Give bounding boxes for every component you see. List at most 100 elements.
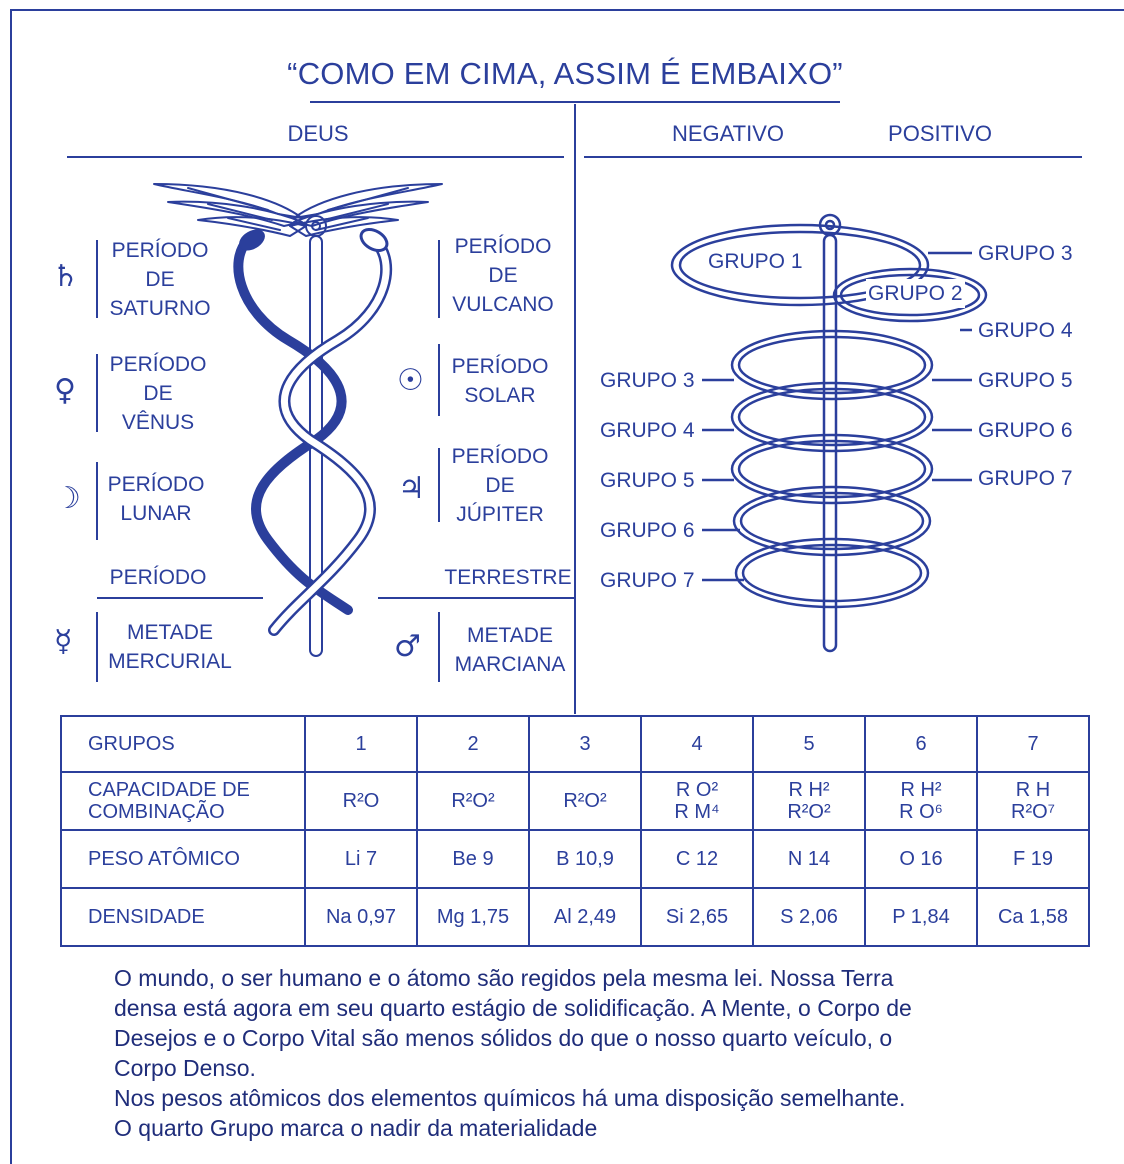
saturn-period-label: PERÍODO DE SATURNO [109, 239, 211, 320]
right-group-3-label: GRUPO 3 [978, 242, 1073, 265]
paragraph-line: densa está agora em seu quarto estágio d… [114, 995, 912, 1021]
table-cell: R²O [304, 771, 418, 831]
cell-line: R²O² [787, 801, 831, 823]
table-cell: 4 [640, 715, 754, 773]
cell-line: 1 [355, 733, 367, 755]
cell-line: R O² [675, 779, 719, 801]
jupiter-divider [438, 448, 440, 522]
table-cell: C 12 [640, 829, 754, 889]
right-group-4-label: GRUPO 4 [978, 319, 1073, 342]
paragraph-line: Desejos e o Corpo Vital são menos sólido… [114, 1025, 893, 1051]
paragraph-line: O quarto Grupo marca o nadir da material… [114, 1115, 598, 1141]
sun-icon: ☉ [397, 363, 424, 398]
cell-line: R H [1015, 779, 1051, 801]
cell-line: R O⁶ [899, 801, 943, 823]
cell-line: R H² [900, 779, 942, 801]
frame-top-border [10, 9, 1124, 11]
table-cell: 2 [416, 715, 530, 773]
martian-half-label: METADE MARCIANA [454, 624, 566, 676]
table-cell: O 16 [864, 829, 978, 889]
table-cell: R²O² [528, 771, 642, 831]
table-cell: 7 [976, 715, 1090, 773]
row-header-line: GRUPOS [88, 733, 175, 755]
cell-line: B 10,9 [556, 848, 614, 870]
center-divider [574, 104, 576, 714]
row-header-line: CAPACIDADE DE [88, 779, 250, 801]
cell-line: R H² [788, 779, 830, 801]
cell-line: N 14 [787, 848, 831, 870]
cell-line: S 2,06 [780, 906, 838, 928]
heading-positive: POSITIVO [888, 121, 992, 146]
explanation-paragraph: O mundo, o ser humano e o átomo são regi… [114, 963, 1074, 1143]
table-cell: 3 [528, 715, 642, 773]
cell-line: R²O² [451, 790, 495, 812]
spiral-groups-illustration [670, 213, 988, 653]
jupiter-period-label: PERÍODO DE JÚPITER [451, 445, 549, 526]
frame-left-border [10, 9, 12, 1164]
solar-period-label: PERÍODO SOLAR [451, 355, 549, 407]
table-cell: Be 9 [416, 829, 530, 889]
cell-line: Mg 1,75 [436, 906, 510, 928]
cell-line: 5 [803, 733, 815, 755]
cell-line: Ca 1,58 [997, 906, 1069, 928]
cell-line: P 1,84 [892, 906, 950, 928]
row-header: GRUPOS [60, 715, 306, 773]
vulcan-divider [438, 240, 440, 318]
table-cell: S 2,06 [752, 887, 866, 947]
row-header: PESO ATÔMICO [60, 829, 306, 889]
earth-period-left-label: PERÍODO [109, 566, 207, 589]
table-cell: P 1,84 [864, 887, 978, 947]
sun-divider [438, 344, 440, 416]
earth-right-underline [378, 597, 574, 599]
mars-divider [438, 612, 440, 682]
cell-line: R²O [342, 790, 380, 812]
moon-icon: ☽ [54, 481, 81, 516]
groups-row: GRUPOS 1 2 3 4 5 6 7 [60, 715, 1090, 773]
paragraph-line: Corpo Denso. [114, 1055, 256, 1081]
table-cell: Mg 1,75 [416, 887, 530, 947]
cell-line: 6 [915, 733, 927, 755]
table-cell: Li 7 [304, 829, 418, 889]
table-cell: Al 2,49 [528, 887, 642, 947]
right-group-7-label: GRUPO 7 [978, 467, 1073, 490]
row-header: DENSIDADE [60, 887, 306, 947]
saturn-divider [96, 240, 98, 318]
table-cell: B 10,9 [528, 829, 642, 889]
heading-negative: NEGATIVO [671, 121, 785, 146]
table-cell: 5 [752, 715, 866, 773]
jupiter-icon: ♃ [398, 471, 425, 506]
earth-period-right-label: TERRESTRE [444, 566, 572, 589]
row-header-line: PESO ATÔMICO [88, 848, 240, 870]
paragraph-line: Nos pesos atômicos dos elementos químico… [114, 1085, 906, 1111]
table-cell: R²O² [416, 771, 530, 831]
table-cell: N 14 [752, 829, 866, 889]
heading-deus: DEUS [287, 121, 349, 146]
left-group-5-label: GRUPO 5 [600, 469, 695, 492]
saturn-icon: ♄ [52, 259, 79, 294]
table-cell: Ca 1,58 [976, 887, 1090, 947]
cell-line: Na 0,97 [325, 906, 397, 928]
cell-line: O 16 [899, 848, 943, 870]
cell-line: R²O⁷ [1011, 801, 1055, 823]
left-wing [153, 183, 307, 237]
cell-line: 4 [691, 733, 703, 755]
table-cell: Na 0,97 [304, 887, 418, 947]
mercurial-half-label: METADE MERCURIAL [108, 621, 232, 673]
cell-line: 2 [467, 733, 479, 755]
left-group-4-label: GRUPO 4 [600, 419, 695, 442]
paragraph-line: O mundo, o ser humano e o átomo são regi… [114, 965, 894, 991]
row-header-line: COMBINAÇÃO [88, 801, 225, 823]
cell-line: Be 9 [452, 848, 494, 870]
cell-line: 3 [579, 733, 591, 755]
table-cell: 6 [864, 715, 978, 773]
caduceus-illustration [153, 183, 443, 657]
left-group-7-label: GRUPO 7 [600, 569, 695, 592]
right-group-6-label: GRUPO 6 [978, 419, 1073, 442]
